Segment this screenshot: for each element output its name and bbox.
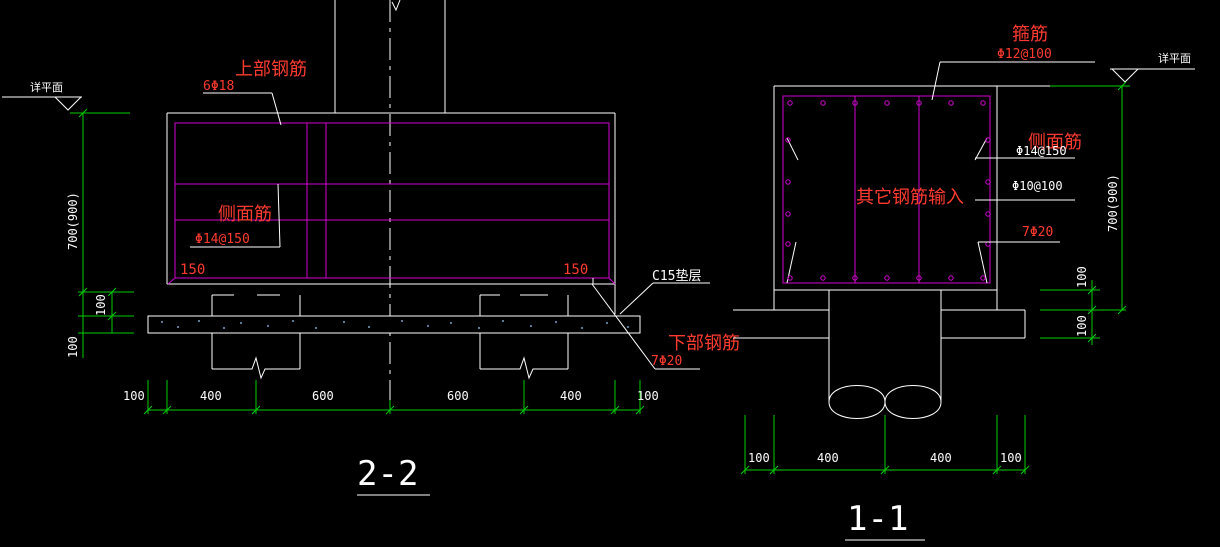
longitudinal-bars-1-1 [785,100,991,281]
dim-h-400-left: 400 [200,389,222,403]
label-top-bar-title[interactable]: 上部钢筋 [235,59,307,80]
leaders-2-2 [190,92,710,370]
elevation-symbol-left [2,96,82,111]
dim-h-400-left-1-1: 400 [817,451,839,465]
elevation-label-right: 详平面 [1158,51,1191,65]
column-outline [334,0,446,113]
dim-v-700-right: 700(900) [1106,174,1120,232]
tie-bars-1-1 [786,137,988,284]
dim-v-100a-right: 100 [1075,266,1089,288]
label-bottom-bar-title[interactable]: 下部钢筋 [668,333,740,354]
dim-v-700: 700(900) [66,192,80,250]
label-cover-left: 150 [180,262,205,278]
dim-h-100-right: 100 [637,389,659,403]
dim-v-100b: 100 [66,336,80,358]
dim-h-100-right-1-1: 100 [1000,451,1022,465]
rebar-cage-1-1 [782,95,991,284]
dim-h-400-right-1-1: 400 [930,451,952,465]
label-stirrup-spec[interactable]: Φ12@100 [997,47,1052,62]
dim-h-600-right: 600 [447,389,469,403]
label-top-bar-spec[interactable]: 6Φ18 [203,79,234,94]
label-cushion: C15垫层 [652,268,701,284]
section-1-1: 详平面 700(900) 100 100 [733,24,1195,541]
leaders-1-1 [931,61,1095,243]
pile-1-1 [828,289,942,419]
section-2-2: 详平面 700(900) 100 100 [2,0,740,496]
dims-horizontal-2-2 [143,380,645,415]
label-other-bar-title[interactable]: 其它钢筋输入 [856,187,964,208]
section-title-1-1: 1-1 [847,499,908,539]
dim-h-100-left-1-1: 100 [748,451,770,465]
dim-h-400-right: 400 [560,389,582,403]
cushion-layer [147,315,641,334]
dims-vertical-left [70,108,134,358]
elevation-label-left: 详平面 [30,80,63,94]
dim-v-100b-right: 100 [1075,315,1089,337]
label-stirrup-title[interactable]: 箍筋 [1012,24,1048,45]
dim-h-100-left: 100 [123,389,145,403]
label-bottom-bar-spec[interactable]: 7Φ20 [651,354,682,369]
dim-v-100a: 100 [94,294,108,316]
dims-horizontal-1-1 [740,415,1030,475]
label-side-bar-spec[interactable]: Φ14@150 [195,232,250,247]
dims-vertical-right [1040,81,1130,345]
label-side-bar-spec-1-1[interactable]: Φ14@150 [1016,144,1067,158]
label-side-bar-title-1-1[interactable]: 侧面筋 [1028,132,1082,153]
column-break-mark [391,0,401,12]
label-other-bar-spec[interactable]: Φ10@100 [1012,179,1063,193]
cushion-1-1 [733,309,1026,339]
cushion-hatch [161,320,629,329]
elevation-symbol-right [1110,68,1195,83]
beam-outline [166,112,616,314]
dim-h-600-left: 600 [312,389,334,403]
rebar-cage [167,122,616,285]
label-cover-right: 150 [563,262,588,278]
label-side-bar-title[interactable]: 侧面筋 [218,204,272,225]
pile-left [211,294,301,380]
label-bottom-bar-spec-1-1[interactable]: 7Φ20 [1022,225,1053,240]
pile-right [479,294,569,380]
section-title-2-2: 2-2 [357,454,418,494]
